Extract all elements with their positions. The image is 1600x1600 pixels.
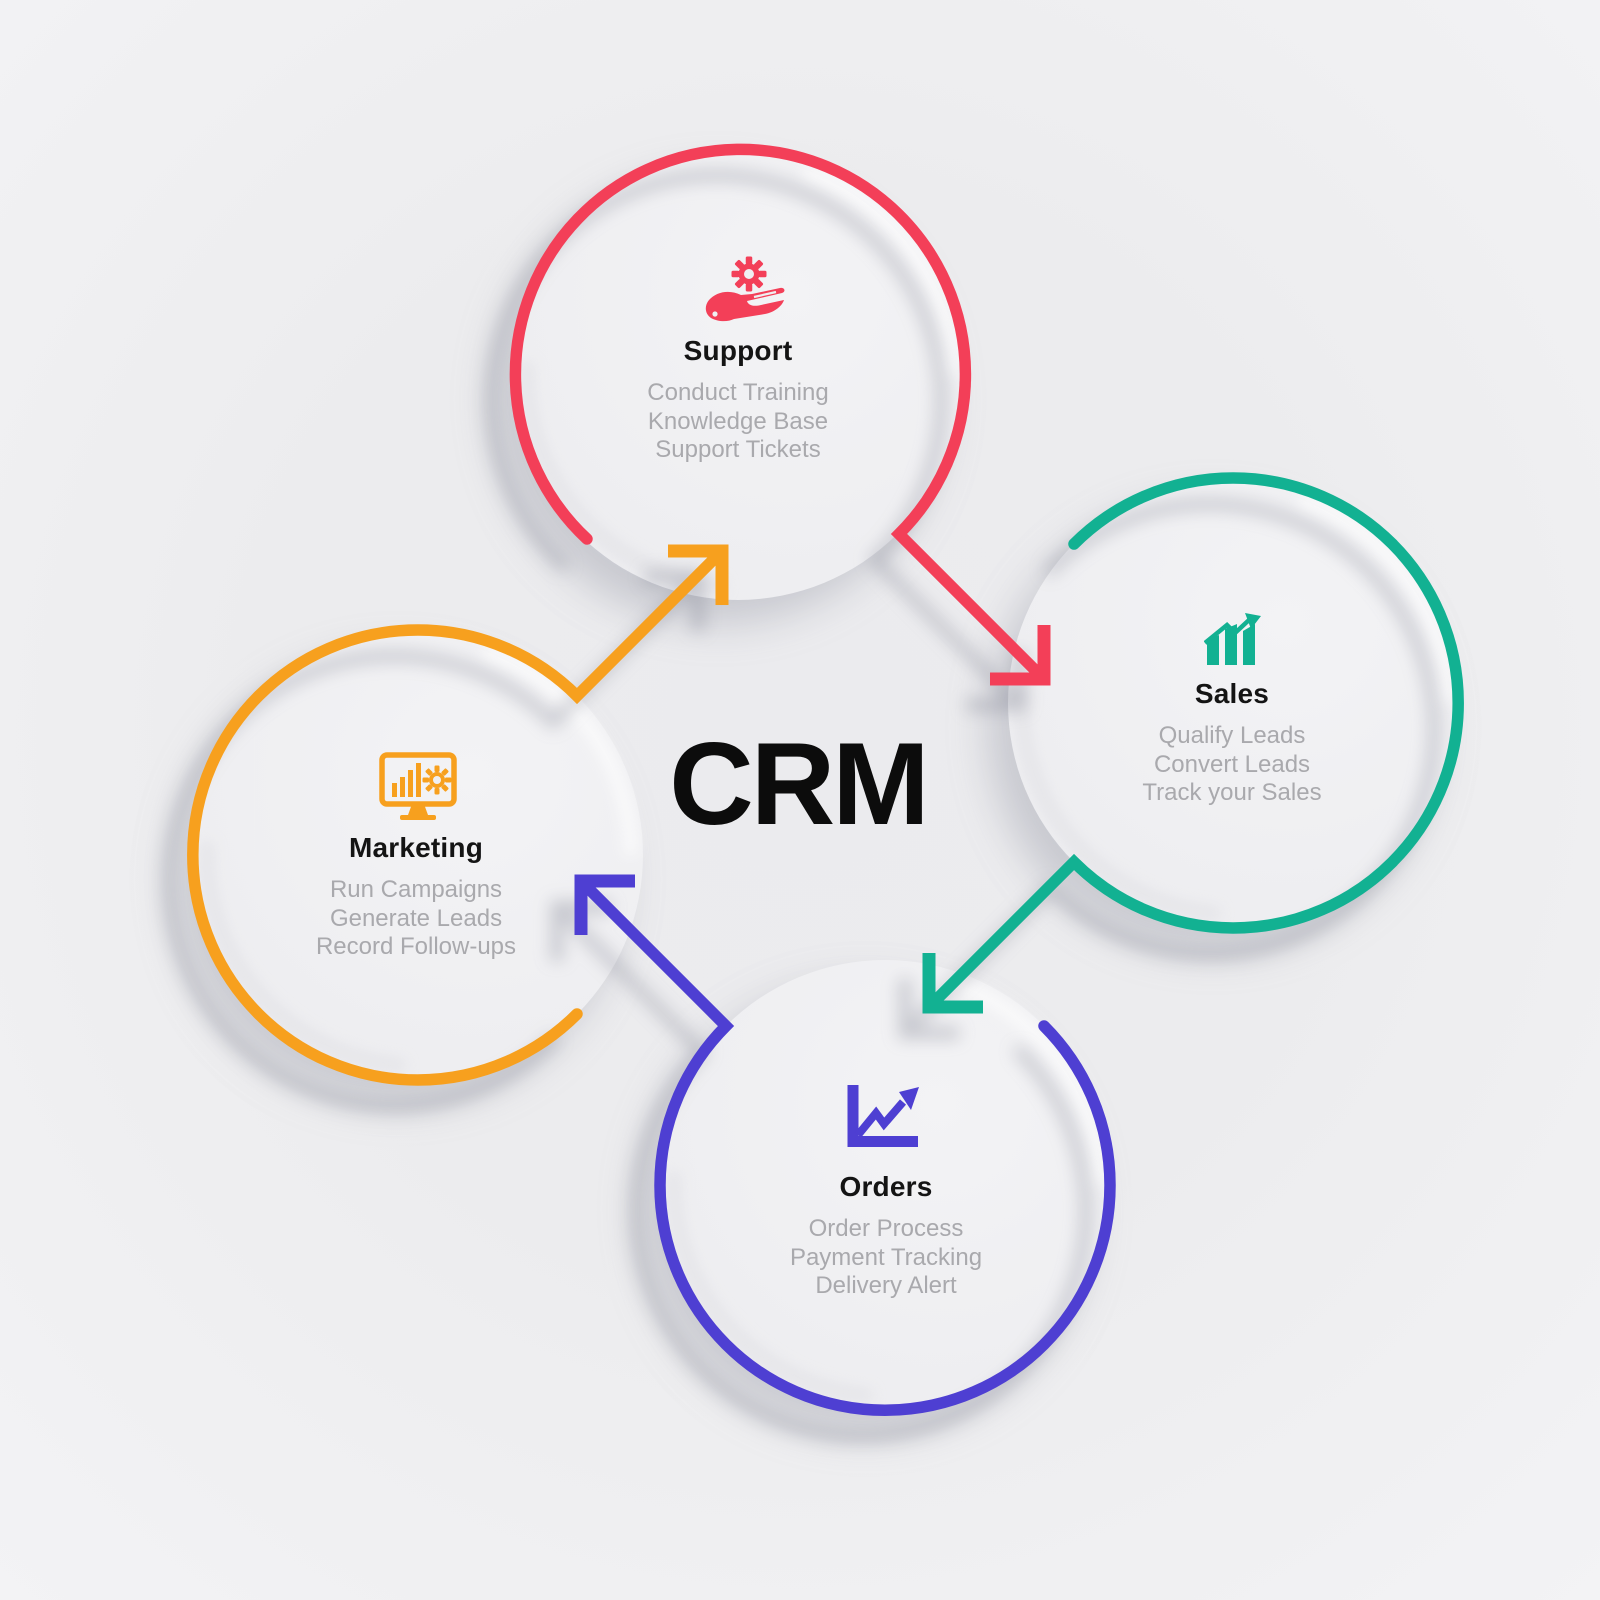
marketing-item: Record Follow-ups (315, 933, 517, 960)
support-card: Support Conduct Training Knowledge Base … (538, 334, 938, 465)
sales-title: Sales (1194, 678, 1270, 709)
orders-item: Delivery Alert (815, 1272, 957, 1299)
sales-to-orders-arrowhead-icon (922, 953, 983, 1014)
support-circle-arrow (509, 143, 1050, 685)
support-to-sales-arrowhead-icon (990, 625, 1051, 686)
support-title: Support (683, 335, 793, 366)
marketing-item: Generate Leads (329, 904, 503, 932)
marketing-to-support-arrowhead-icon (668, 544, 729, 605)
sales-item: Qualify Leads (1158, 722, 1306, 749)
open-hand-shape (705, 287, 785, 322)
support-item: Conduct Training (647, 379, 829, 406)
support-ring (509, 143, 1051, 686)
orders-to-marketing-arrowhead-icon (574, 874, 635, 935)
marketing-item: Run Campaigns (329, 876, 503, 903)
sales-ring (922, 472, 1464, 1014)
support-item: Knowledge Base (647, 407, 829, 435)
center-title: CRM (669, 718, 929, 849)
sales-circle-arrow (923, 472, 1464, 1013)
trend-chart-icon (847, 1085, 919, 1147)
gear-icon (731, 256, 767, 292)
support-disc (513, 150, 963, 600)
sales-item: Convert Leads (1153, 750, 1311, 778)
gear-icon (422, 765, 452, 795)
sales-card: Sales Qualify Leads Convert Leads Track … (1032, 677, 1432, 808)
marketing-disc (193, 630, 643, 1080)
marketing-title: Marketing (348, 832, 484, 863)
sales-item: Track your Sales (1142, 779, 1322, 806)
marketing-ring (187, 544, 729, 1086)
support-item: Support Tickets (655, 436, 821, 463)
node-discs (193, 150, 1458, 1410)
disc-lighting (199, 156, 1452, 1404)
orders-circle-arrow (575, 875, 1116, 1416)
orders-disc (660, 960, 1110, 1410)
orders-ring (574, 874, 1116, 1416)
hand-gear-icon (705, 256, 785, 322)
orders-item: Order Process (808, 1215, 964, 1242)
orders-item: Payment Tracking (789, 1243, 983, 1271)
marketing-card: Marketing Run Campaigns Generate Leads R… (216, 831, 616, 962)
marketing-circle-arrow (187, 545, 728, 1086)
monitor-analytics-icon (379, 752, 457, 820)
orders-title: Orders (839, 1171, 933, 1202)
orders-card: Orders Order Process Payment Tracking De… (686, 1170, 1086, 1301)
sales-disc (1008, 478, 1458, 928)
growth-bars-icon (1204, 613, 1261, 665)
